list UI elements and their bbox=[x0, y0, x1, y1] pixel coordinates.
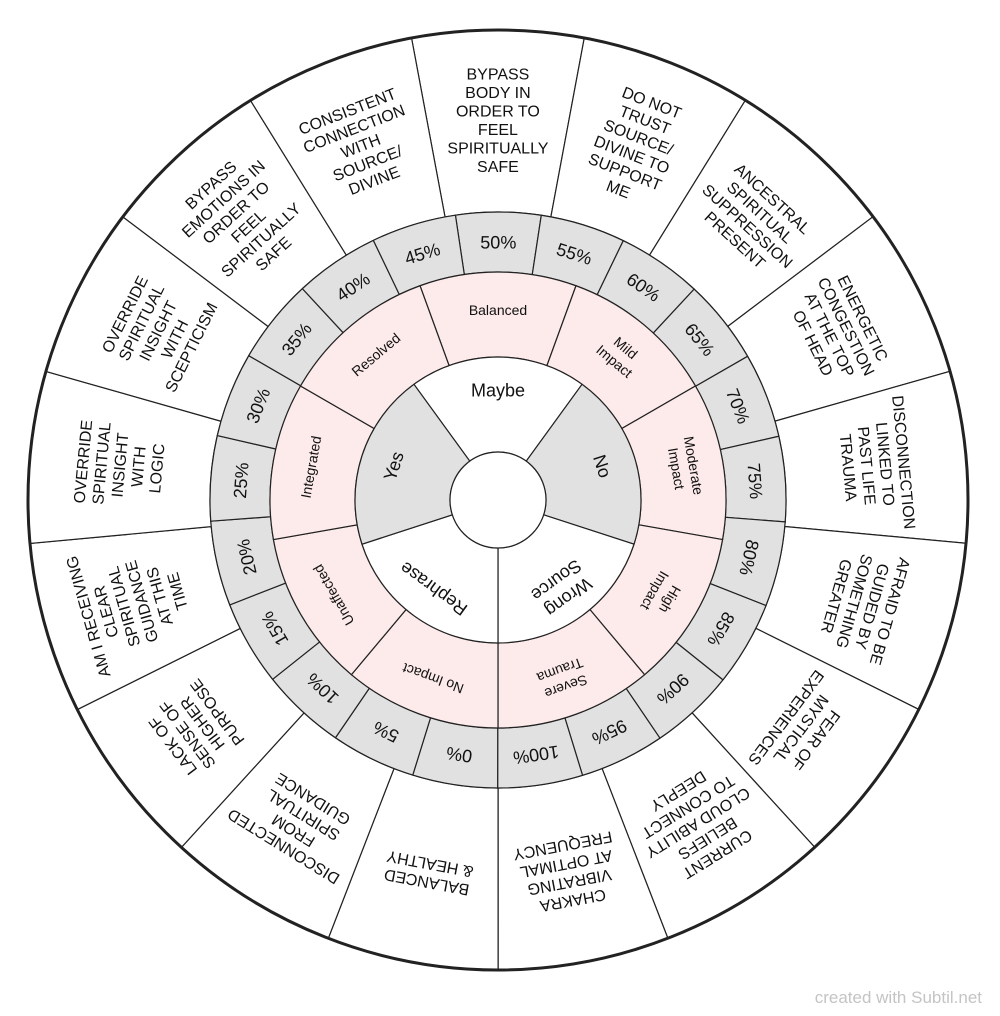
percent-ring-label: 25% bbox=[230, 462, 253, 499]
center-circle bbox=[449, 451, 547, 549]
outer-ring-label: OVERRIDESPIRITUALINSIGHTWITHLOGIC bbox=[72, 419, 171, 511]
answer-ring-label: Maybe bbox=[471, 380, 525, 400]
impact-ring-label: ModerateImpact bbox=[663, 435, 706, 499]
percent-ring: 50%55%60%65%70%75%80%85%90%95%100%0%5%10… bbox=[209, 211, 787, 789]
percent-ring-label: 75% bbox=[744, 462, 767, 499]
outer-border bbox=[26, 28, 970, 972]
impact-ring-label: Balanced bbox=[469, 302, 527, 318]
watermark: created with Subtil.net bbox=[814, 988, 982, 1007]
percent-ring-label: 0% bbox=[445, 743, 474, 767]
impact-ring: BalancedMildImpactModerateImpactHighImpa… bbox=[269, 271, 727, 729]
percent-ring-label: 50% bbox=[480, 232, 516, 252]
